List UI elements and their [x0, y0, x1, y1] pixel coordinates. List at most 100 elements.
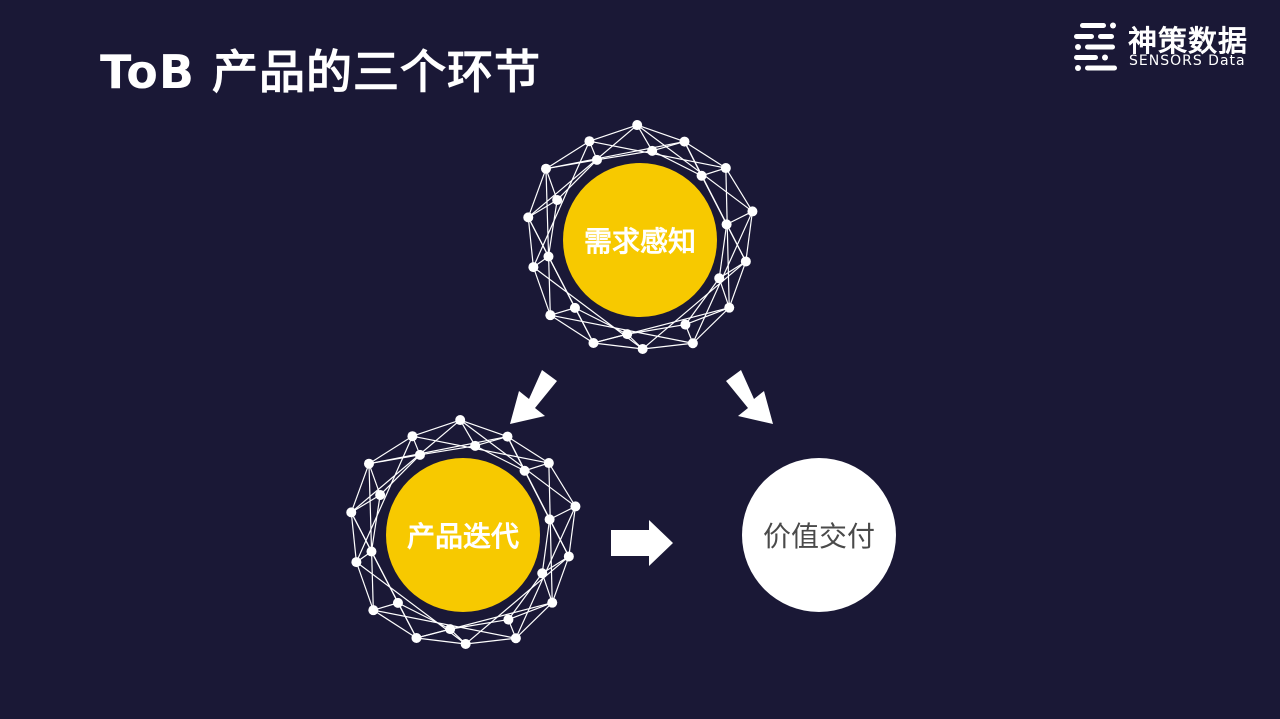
- logo-name-cn: 神策数据: [1128, 24, 1249, 58]
- mesh-line: [527, 124, 638, 218]
- mesh-line: [350, 463, 370, 513]
- mesh-line: [508, 602, 553, 621]
- mesh-line: [397, 602, 451, 630]
- mesh-line: [718, 224, 728, 279]
- mesh-node-dot: [687, 338, 698, 349]
- mesh-line: [474, 445, 525, 472]
- node-label-deliver: 价值交付: [762, 520, 875, 553]
- mesh-node-dot: [747, 206, 758, 217]
- mesh-line: [589, 140, 726, 169]
- mesh-node-dot: [632, 120, 643, 131]
- mesh-node-dot: [591, 154, 602, 165]
- mesh-line: [593, 333, 628, 344]
- mesh-line: [350, 494, 381, 513]
- mesh-line: [636, 124, 685, 143]
- mesh-line: [547, 256, 576, 309]
- mesh-line: [718, 278, 730, 308]
- mesh-line: [549, 519, 570, 557]
- mesh-node-dot: [545, 310, 556, 321]
- mesh-line: [527, 217, 550, 257]
- mesh-node-dot: [502, 431, 513, 442]
- mesh-node-dot: [637, 343, 648, 354]
- mesh-line: [550, 314, 594, 344]
- mesh-line: [459, 419, 508, 438]
- mesh-line: [574, 307, 595, 344]
- mesh-line: [416, 628, 451, 639]
- node-circle-demand: [563, 163, 717, 317]
- mesh-line: [368, 454, 421, 465]
- mesh-node-dot: [351, 557, 362, 568]
- mesh-line: [507, 436, 550, 464]
- mesh-line: [370, 494, 381, 552]
- mesh-node-dot: [721, 219, 732, 230]
- mesh-line: [373, 609, 516, 639]
- mesh-line: [684, 141, 727, 169]
- mesh-line: [726, 224, 747, 262]
- mesh-node-dot: [375, 489, 386, 500]
- mesh-line: [379, 454, 421, 496]
- mesh-line: [651, 150, 702, 177]
- mesh-line: [568, 506, 577, 557]
- mesh-node-dot: [346, 507, 357, 518]
- mesh-node-dot: [543, 458, 554, 469]
- mesh-node-dot: [460, 638, 471, 649]
- network-mesh-demand: [523, 120, 758, 354]
- mesh-node-dot: [714, 273, 725, 284]
- mesh-node-dot: [503, 614, 514, 625]
- mesh-node-dot: [540, 163, 551, 174]
- mesh-line: [545, 168, 558, 201]
- mesh-node-dot: [523, 212, 534, 223]
- mesh-node-dot: [368, 605, 379, 616]
- sensors-logo-icon: [1074, 22, 1117, 71]
- mesh-line: [412, 435, 549, 464]
- mesh-line: [507, 572, 543, 620]
- mesh-line: [524, 470, 551, 520]
- mesh-line: [545, 159, 598, 170]
- mesh-line: [355, 561, 374, 611]
- mesh-node-dot: [363, 458, 374, 469]
- mesh-line: [551, 556, 570, 603]
- mesh-line: [541, 519, 551, 574]
- mesh-node-dot: [470, 440, 481, 451]
- mesh-node-dot: [552, 194, 563, 205]
- mesh-node-dot: [510, 633, 521, 644]
- mesh-node-dot: [569, 302, 580, 313]
- mesh-node-dot: [588, 337, 599, 348]
- mesh-line: [545, 168, 551, 316]
- mesh-line: [350, 512, 357, 563]
- mesh-node-dot: [720, 163, 731, 174]
- node-label-iterate: 产品迭代: [406, 520, 519, 553]
- mesh-line: [550, 314, 693, 344]
- mesh-line: [701, 175, 728, 225]
- mesh-line: [506, 436, 526, 472]
- mesh-node-dot: [563, 551, 574, 562]
- mesh-line: [725, 168, 730, 308]
- mesh-node-dot: [455, 415, 466, 426]
- mesh-line: [642, 342, 693, 350]
- mesh-line: [692, 307, 730, 344]
- mesh-line: [527, 168, 547, 218]
- mesh-line: [683, 141, 703, 177]
- mesh-line: [475, 436, 508, 447]
- mesh-node-dot: [366, 546, 377, 557]
- mesh-line: [527, 199, 558, 218]
- mesh-node-dot: [622, 329, 633, 340]
- mesh-node-dot: [543, 251, 554, 262]
- mesh-line: [459, 419, 576, 507]
- mesh-line: [416, 637, 466, 645]
- node-circle-iterate: [386, 458, 540, 612]
- mesh-line: [532, 266, 551, 316]
- mesh-line: [636, 124, 753, 212]
- mesh-line: [465, 637, 516, 645]
- mesh-line: [368, 435, 413, 465]
- mesh-node-dot: [680, 319, 691, 330]
- mesh-line: [589, 124, 638, 142]
- mesh-node-dot: [696, 170, 707, 181]
- mesh-line: [574, 307, 628, 335]
- mesh-line: [545, 140, 590, 170]
- mesh-node-dot: [392, 597, 403, 608]
- mesh-node-dot: [570, 501, 581, 512]
- mesh-line: [596, 150, 653, 161]
